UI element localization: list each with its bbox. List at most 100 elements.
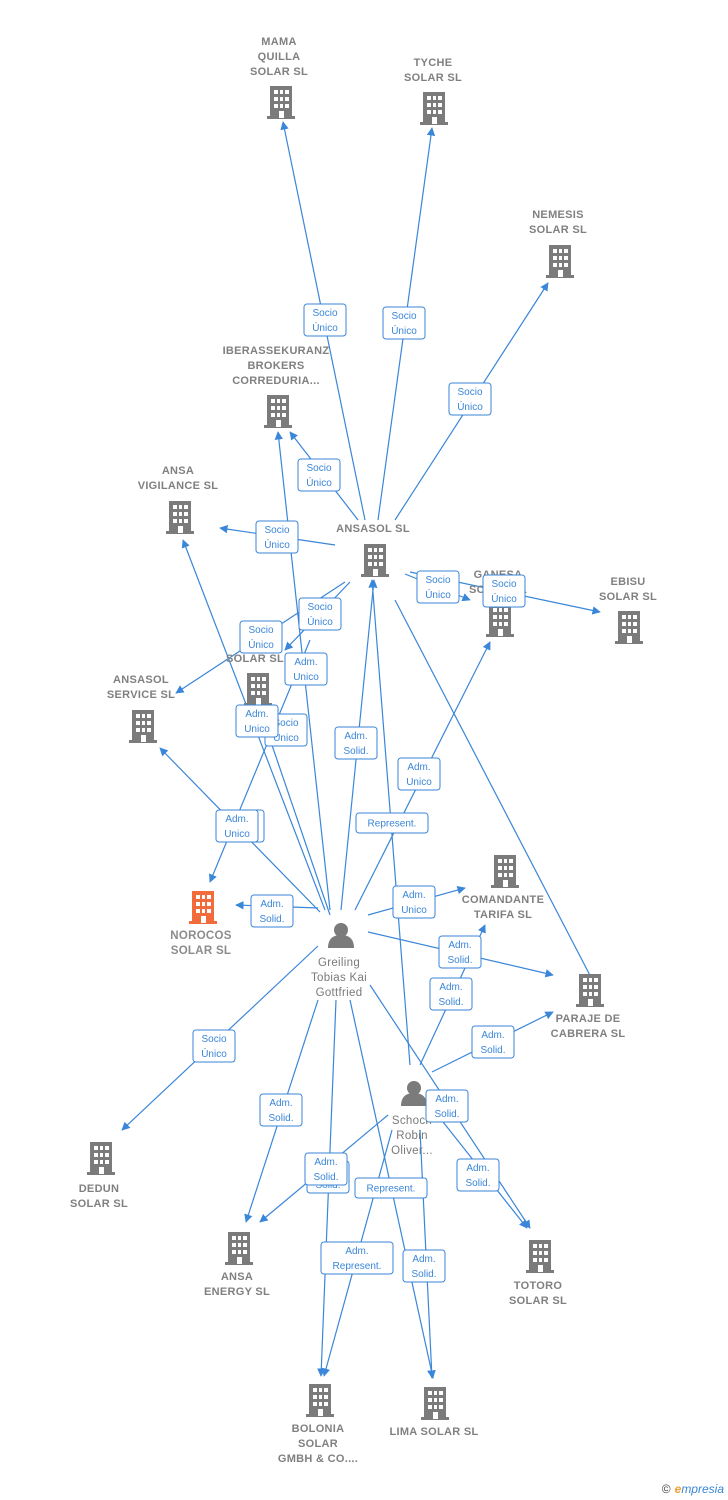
node-schoch[interactable]: SchochRobinOliver... — [391, 1081, 433, 1157]
node-label: NEMESIS — [532, 209, 584, 221]
node-label: Oliver... — [391, 1145, 433, 1157]
edge-label-box — [425, 1089, 469, 1123]
node-label: Schoch — [392, 1115, 432, 1127]
edge-label-schoch-paraje[interactable]: Adm.Solid. — [425, 1089, 469, 1123]
edge-label-greiling-midsolar[interactable]: Adm.Unico — [397, 757, 441, 791]
edge-label-greiling-paraje[interactable]: Adm. Solid. — [259, 1093, 303, 1127]
edge-label-text: Adm. — [412, 1254, 435, 1265]
edge-label-schoch-bolonia[interactable]: Represent. — [354, 1177, 428, 1199]
building-icon — [244, 673, 272, 706]
edge-label-greiling-iberas[interactable]: Adm. Unico — [284, 652, 328, 686]
node-label: SOLAR SL — [509, 1295, 567, 1307]
node-iberas[interactable]: IBERASSEKURANZBROKERSCORREDURIA... — [223, 345, 330, 428]
copyright-symbol: © — [661, 1482, 671, 1496]
node-label: GMBH & CO.... — [278, 1453, 358, 1465]
edge-label-text: Adm. — [481, 1030, 504, 1041]
edge-label-text: Represent. — [368, 819, 417, 830]
node-label: CORREDURIA... — [232, 375, 320, 387]
edge-label-box — [304, 1152, 348, 1186]
building-icon — [491, 855, 519, 888]
building-icon — [576, 974, 604, 1007]
edge-label-text: Único — [457, 400, 483, 413]
edge-label-text: Solid. — [259, 914, 284, 925]
edge-label-text: Adm. — [269, 1098, 292, 1109]
footer-brand[interactable]: ©empresia — [662, 1482, 724, 1496]
edge-label-text: Represent. — [367, 1184, 416, 1195]
edge-label-text: Socio — [457, 387, 482, 398]
node-label: IBERASSEKURANZ — [223, 345, 330, 357]
node-label: SOLAR SL — [70, 1198, 128, 1210]
edge-label-text: Socio — [491, 579, 516, 590]
edge-label-schoch-comandante[interactable]: Adm.Solid. — [471, 1025, 515, 1059]
node-label: SOLAR SL — [171, 945, 232, 957]
edge-label-greiling-ansaserv[interactable]: Adm.Solid. — [250, 894, 294, 928]
edge-label-greiling-lima[interactable]: Adm.Solid. — [456, 1158, 500, 1192]
building-icon — [225, 1232, 253, 1265]
edge-label-box — [448, 382, 492, 416]
edge-label-text: Único — [201, 1047, 227, 1060]
edge-label-text: Unico — [293, 672, 319, 683]
edge-label-text: Solid. — [438, 997, 463, 1008]
edge-label-greiling-ganesa[interactable]: Adm.Unico — [215, 809, 259, 843]
edge-label-greiling-ansaenergy[interactable]: Adm.Solid. — [402, 1249, 446, 1283]
edge-label-greiling-bolonia[interactable]: Represent. — [355, 812, 429, 834]
building-icon — [166, 501, 194, 534]
edge-label-box — [239, 620, 283, 654]
edge-label-greiling-ansasol[interactable]: Adm.Solid. — [334, 726, 378, 760]
edge-label-greiling-comandante[interactable]: Adm.Solid. — [438, 935, 482, 969]
node-lima[interactable]: LIMA SOLAR SL — [389, 1387, 478, 1438]
edge-label-text: Único — [264, 538, 290, 551]
edge-label-greiling-norocos[interactable]: Adm.Unico — [392, 885, 436, 919]
edge-label-text: Socio — [307, 602, 332, 613]
edge-label-box — [297, 458, 341, 492]
edge-label-text: Solid. — [268, 1113, 293, 1124]
edge-label-schoch-ansasol[interactable]: Adm.Solid. — [429, 977, 473, 1011]
brand-name: mpresia — [681, 1482, 724, 1496]
edge-label-text: Unico — [224, 829, 250, 840]
edge-label-text: Adm. — [245, 709, 268, 720]
edge-label-box — [298, 597, 342, 631]
edge-label-text: Adm. — [345, 1246, 368, 1257]
node-label: NOROCOS — [170, 930, 232, 942]
node-label: SOLAR SL — [250, 66, 308, 78]
edge-label-greiling-ansavig[interactable]: Adm.Unico — [235, 704, 279, 738]
edge-label-box — [215, 809, 259, 843]
building-icon — [306, 1384, 334, 1417]
edge-label-schoch-ansaenergy[interactable]: Adm.Represent. — [320, 1241, 394, 1275]
edge-label-text: Solid. — [313, 1172, 338, 1183]
edge-label-box — [392, 885, 436, 919]
edge-label-box — [416, 570, 460, 604]
node-norocos[interactable]: NOROCOS SOLAR SL — [170, 891, 232, 957]
node-label: SOLAR SL — [226, 653, 284, 665]
node-label: COMANDANTE — [462, 894, 544, 906]
node-midsolar[interactable]: SOLAR SL — [226, 653, 284, 706]
node-ansasol[interactable]: ANSASOL SL — [336, 523, 410, 577]
edge-label-box — [284, 652, 328, 686]
edge-label-schoch-totoro[interactable]: Adm.Solid. — [304, 1152, 348, 1186]
edge-label-box — [397, 757, 441, 791]
edge-label-text: Adm. — [294, 657, 317, 668]
